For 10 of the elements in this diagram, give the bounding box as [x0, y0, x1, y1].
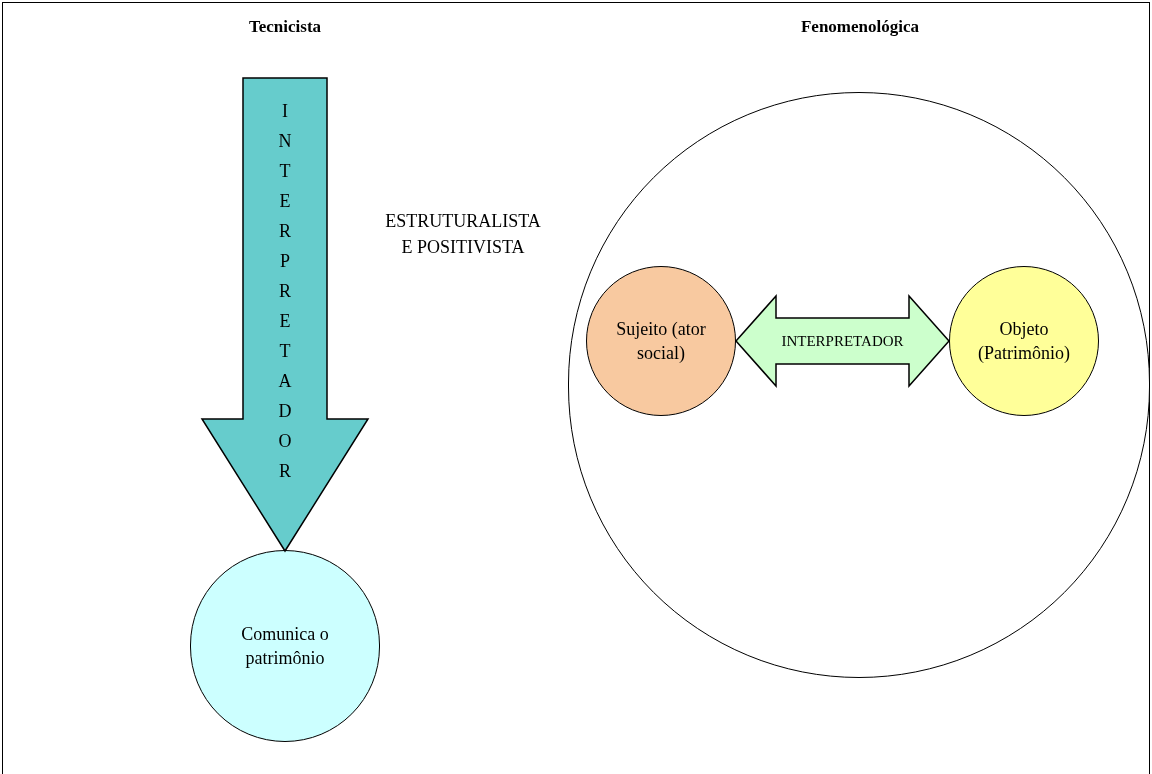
- heading: Fenomenológica: [799, 16, 920, 38]
- edge-label: INTERPRETADOR: [781, 331, 904, 351]
- block-arrow: [200, 77, 370, 553]
- edge-label: INTERPRETADOR: [277, 99, 293, 483]
- node-text: Sujeito (ator social): [615, 318, 707, 365]
- block-arrow: [735, 294, 950, 388]
- node-text: Comunica o patrimônio: [240, 623, 330, 670]
- annotation-text: ESTRUTURALISTA E POSITIVISTA: [384, 210, 542, 259]
- heading: Tecnicista: [247, 16, 323, 38]
- node-text: Objeto (Patrimônio): [977, 318, 1071, 365]
